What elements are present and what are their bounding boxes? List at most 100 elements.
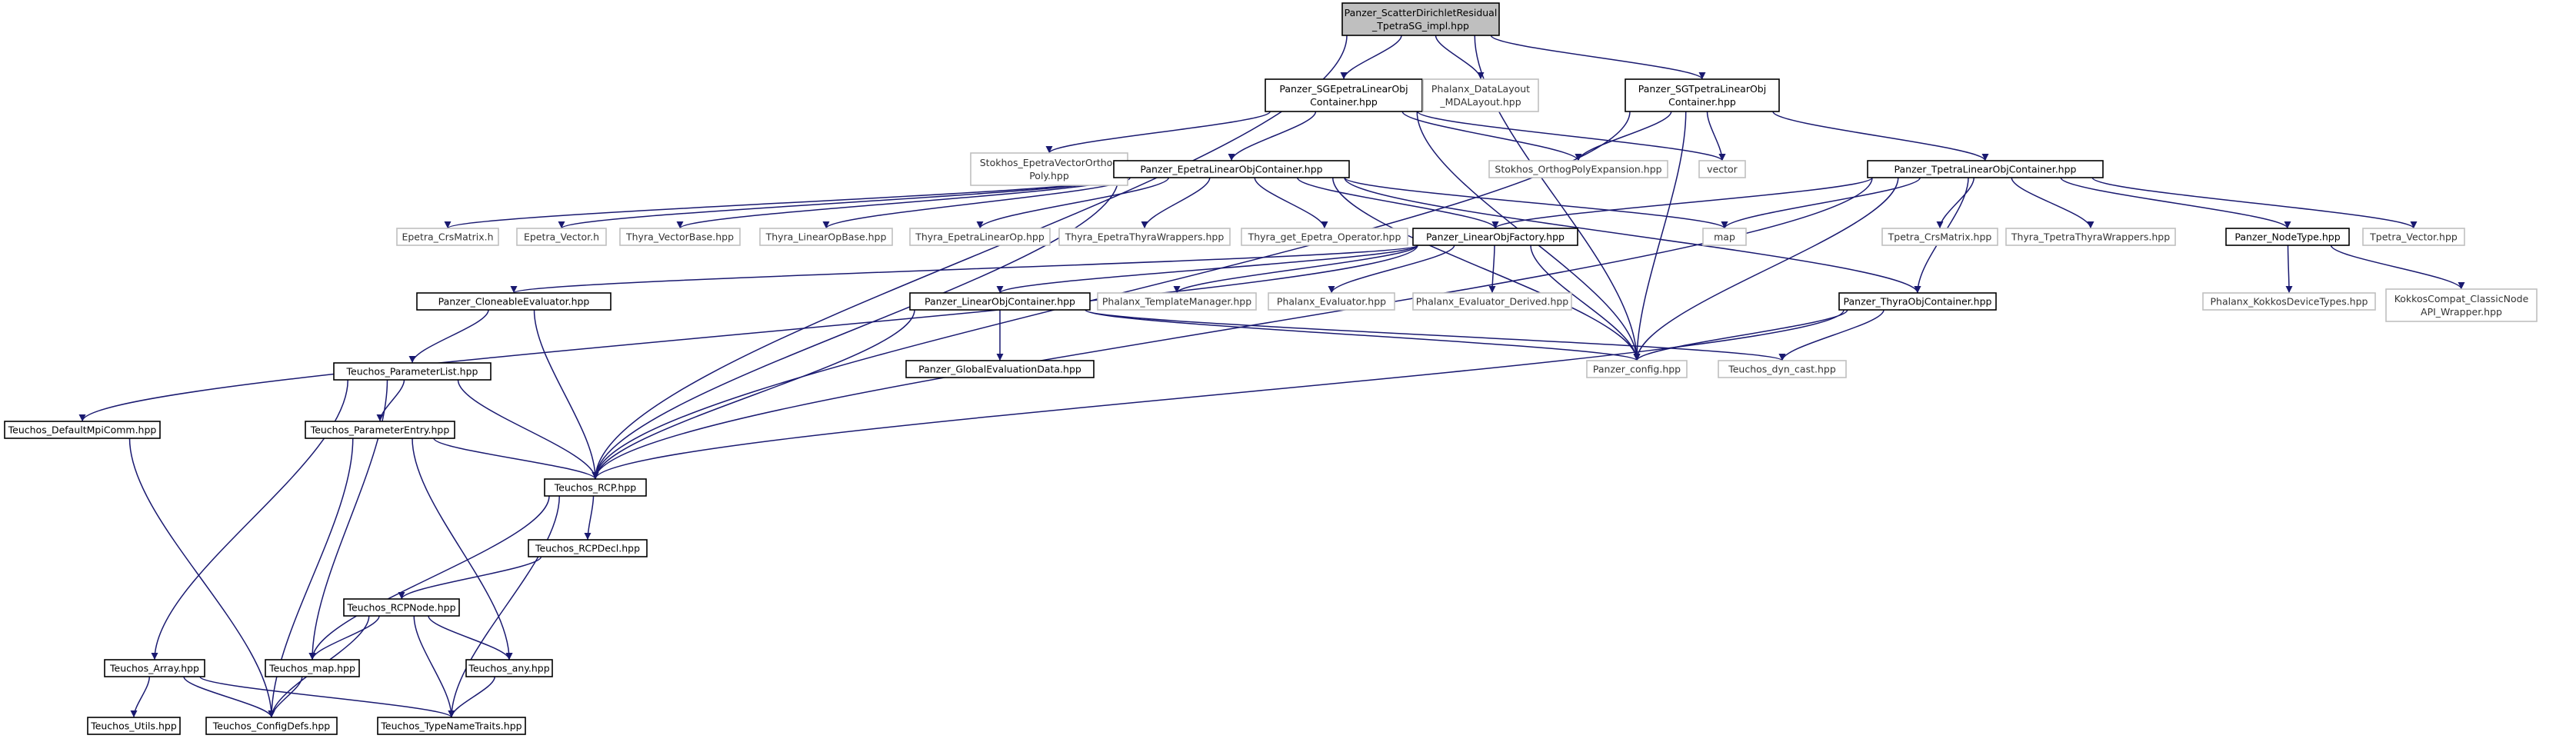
edge-sgtpetra-to-tpetra_loc <box>1772 111 1989 161</box>
node-label: vector <box>1707 164 1738 175</box>
edge-tpetra_loc-to-tpetra_crs <box>1936 177 1974 229</box>
node-label: Epetra_CrsMatrix.h <box>402 231 493 243</box>
node-configdefs[interactable]: Teuchos_ConfigDefs.hpp <box>205 717 338 735</box>
edge-sgtpetra-to-vector <box>1706 111 1726 161</box>
node-box <box>1341 2 1500 36</box>
node-rcp[interactable]: Teuchos_RCP.hpp <box>544 478 647 497</box>
node-ged[interactable]: Panzer_GlobalEvaluationData.hpp <box>905 360 1095 378</box>
edge-line <box>1491 177 1873 229</box>
edge-paramlist-to-rcp <box>457 379 599 480</box>
node-label: Thyra_LinearOpBase.hpp <box>765 231 887 243</box>
node-box <box>1867 160 2104 178</box>
node-paramentry[interactable]: Teuchos_ParameterEntry.hpp <box>305 421 455 439</box>
node-box <box>377 717 526 735</box>
node-stokhos_ope: Stokhos_OrthogPolyExpansion.hpp <box>1488 160 1668 178</box>
node-label: _MDALayout.hpp <box>1439 96 1521 108</box>
node-label: Thyra_VectorBase.hpp <box>625 231 734 243</box>
edge-line <box>448 495 560 718</box>
edge-tany-to-typenametraits <box>448 676 495 718</box>
node-dyn_cast: Teuchos_dyn_cast.hpp <box>1718 360 1847 378</box>
edge-line <box>1328 245 1455 294</box>
node-vector: vector <box>1698 160 1746 178</box>
edge-line <box>592 309 915 480</box>
node-tany[interactable]: Teuchos_any.hpp <box>465 659 553 677</box>
node-label: Teuchos_RCPDecl.hpp <box>535 543 640 554</box>
edge-lof-to-mpicomm <box>78 245 1418 422</box>
node-box <box>87 717 181 735</box>
edge-epetra_loc-to-panzer_config <box>1332 177 1641 361</box>
node-cloneable[interactable]: Panzer_CloneableEvaluator.hpp <box>416 292 612 311</box>
node-label: Phalanx_TemplateManager.hpp <box>1102 296 1251 308</box>
edge-line <box>413 615 455 718</box>
edge-line <box>2060 177 2291 229</box>
node-box <box>1113 160 1350 178</box>
node-phalanx_dl: Phalanx_DataLayout_MDALayout.hpp <box>1422 78 1539 112</box>
edge-rcpnode-to-tany <box>428 615 513 660</box>
edge-lof-to-panzer_config <box>1530 245 1641 361</box>
edge-line <box>448 676 495 718</box>
node-label: Tpetra_CrsMatrix.hpp <box>1888 231 1992 243</box>
node-tutils[interactable]: Teuchos_Utils.hpp <box>87 717 181 735</box>
edge-line <box>511 245 1418 294</box>
edge-lof-to-cloneable <box>511 245 1418 294</box>
edge-cloneable-to-rcp <box>533 309 599 480</box>
edge-tarray-to-tutils <box>130 676 150 718</box>
edge-sgepetra-to-stokhos_evop <box>1045 111 1271 154</box>
node-tpetra_loc[interactable]: Panzer_TpetraLinearObjContainer.hpp <box>1867 160 2104 178</box>
edge-epetra_loc-to-map <box>1344 177 1728 229</box>
node-rcpdecl[interactable]: Teuchos_RCPDecl.hpp <box>528 539 648 557</box>
edge-line <box>1173 245 1418 294</box>
node-thyraobj[interactable]: Panzer_ThyraObjContainer.hpp <box>1838 292 1997 311</box>
edge-line <box>1344 177 1921 294</box>
edge-line <box>1045 111 1271 154</box>
edge-line <box>1085 309 1641 361</box>
node-typenametraits[interactable]: Teuchos_TypeNameTraits.hpp <box>377 717 526 735</box>
node-label: Phalanx_Evaluator.hpp <box>1277 296 1386 308</box>
edge-sgtpetra-to-stokhos_ope <box>1575 111 1672 161</box>
node-box <box>1702 228 1747 246</box>
node-loc[interactable]: Panzer_LinearObjContainer.hpp <box>909 292 1091 311</box>
edge-tpetra_loc-to-nodetype <box>2060 177 2291 229</box>
edge-line <box>584 495 595 541</box>
edge-paramentry-to-configdefs <box>268 438 354 718</box>
node-paramlist[interactable]: Teuchos_ParameterList.hpp <box>333 362 492 381</box>
edge-line <box>1530 245 1641 361</box>
node-box <box>465 659 553 677</box>
node-box <box>104 659 205 677</box>
node-label: Panzer_CloneableEvaluator.hpp <box>438 296 590 308</box>
node-label: Panzer_config.hpp <box>1593 364 1681 375</box>
edge-root-to-sgtpetra <box>1490 35 1706 80</box>
edge-line <box>2330 245 2465 290</box>
edge-rcp-to-rcpdecl <box>584 495 595 541</box>
edge-line <box>1228 111 1317 161</box>
edge-nodetype-to-phx_kdt <box>2285 245 2293 294</box>
node-box <box>305 421 455 439</box>
edge-epetra_loc-to-thyra_elo <box>976 177 1169 229</box>
edge-sgtpetra-to-panzer_config <box>1633 111 1687 361</box>
node-box <box>544 478 647 497</box>
node-box <box>2202 292 2376 311</box>
node-epetra_loc[interactable]: Panzer_EpetraLinearObjContainer.hpp <box>1113 160 1350 178</box>
node-root[interactable]: Panzer_ScatterDirichletResidual_TpetraSG… <box>1341 2 1500 36</box>
node-box <box>205 717 338 735</box>
edge-line <box>996 245 1418 294</box>
edge-line <box>308 379 388 660</box>
edge-sgepetra-to-epetra_loc <box>1228 111 1317 161</box>
edge-line <box>1633 111 1687 361</box>
edge-line <box>457 379 599 480</box>
node-mpicomm[interactable]: Teuchos_DefaultMpiComm.hpp <box>4 421 161 439</box>
node-label: Teuchos_Utils.hpp <box>90 720 177 732</box>
node-box <box>619 228 741 246</box>
node-label: Phalanx_KokkosDeviceTypes.hpp <box>2211 296 2368 308</box>
node-label: _TpetraSG_impl.hpp <box>1371 20 1469 32</box>
node-tmap[interactable]: Teuchos_map.hpp <box>265 659 360 677</box>
node-rcpnode[interactable]: Teuchos_RCPNode.hpp <box>343 598 460 617</box>
node-lof[interactable]: Panzer_LinearObjFactory.hpp <box>1412 228 1578 246</box>
node-nodetype[interactable]: Panzer_NodeType.hpp <box>2225 228 2350 246</box>
node-tarray[interactable]: Teuchos_Array.hpp <box>104 659 205 677</box>
node-box <box>759 228 893 246</box>
